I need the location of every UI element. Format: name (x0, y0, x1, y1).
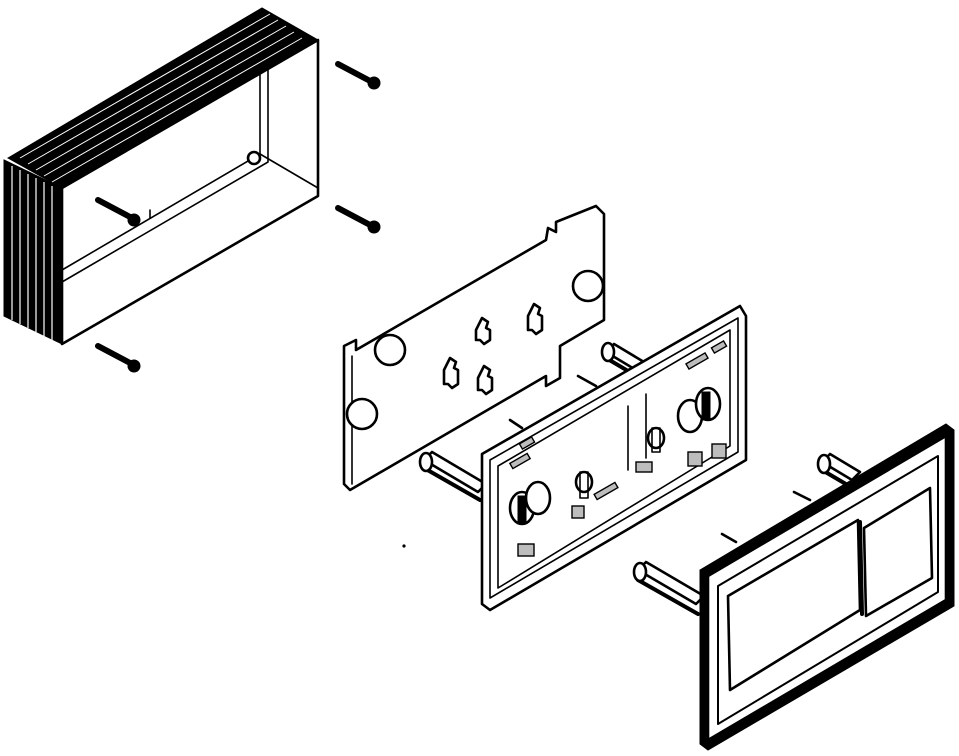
actuator-pad (711, 443, 727, 459)
mounting-screw (95, 343, 141, 373)
mounting-plate-keyhole (476, 364, 494, 396)
mounting-plate-outline (342, 204, 606, 492)
mounting-plate-hole (373, 333, 407, 367)
mounting-plate-hole (345, 397, 379, 431)
mounting-plate (342, 204, 606, 492)
actuator-rod (418, 450, 488, 502)
install-frame-left-side (3, 159, 63, 345)
actuator-frame-outer (480, 304, 748, 612)
flush-button-small (862, 486, 934, 618)
mounting-plate-keyhole (474, 316, 492, 346)
actuator-pad (571, 505, 585, 519)
actuator-pad (517, 543, 535, 557)
install-frame (3, 7, 320, 346)
install-frame-side-ribs (11, 166, 53, 340)
mounting-plate-keyhole (526, 302, 544, 336)
actuator-rod (816, 452, 862, 492)
install-frame-ribs (19, 13, 303, 183)
flush-button-divider (858, 520, 864, 616)
mounting-screw (335, 61, 381, 90)
actuator-stud (646, 426, 666, 450)
actuator-frame (480, 304, 748, 612)
actuator-pad (687, 451, 703, 467)
install-frame-boss (246, 150, 262, 166)
actuator-pad (635, 461, 653, 473)
actuator-rod (632, 560, 706, 616)
mounting-plate-hole (571, 269, 605, 303)
mounting-screw (335, 205, 381, 234)
actuator-stud (574, 470, 594, 494)
actuator-pin (720, 490, 812, 544)
drawing-speck (402, 544, 406, 548)
actuator-pin (508, 374, 598, 430)
mounting-screw (95, 197, 141, 227)
flush-button-panel (699, 423, 955, 751)
mounting-plate-keyhole (442, 356, 460, 390)
